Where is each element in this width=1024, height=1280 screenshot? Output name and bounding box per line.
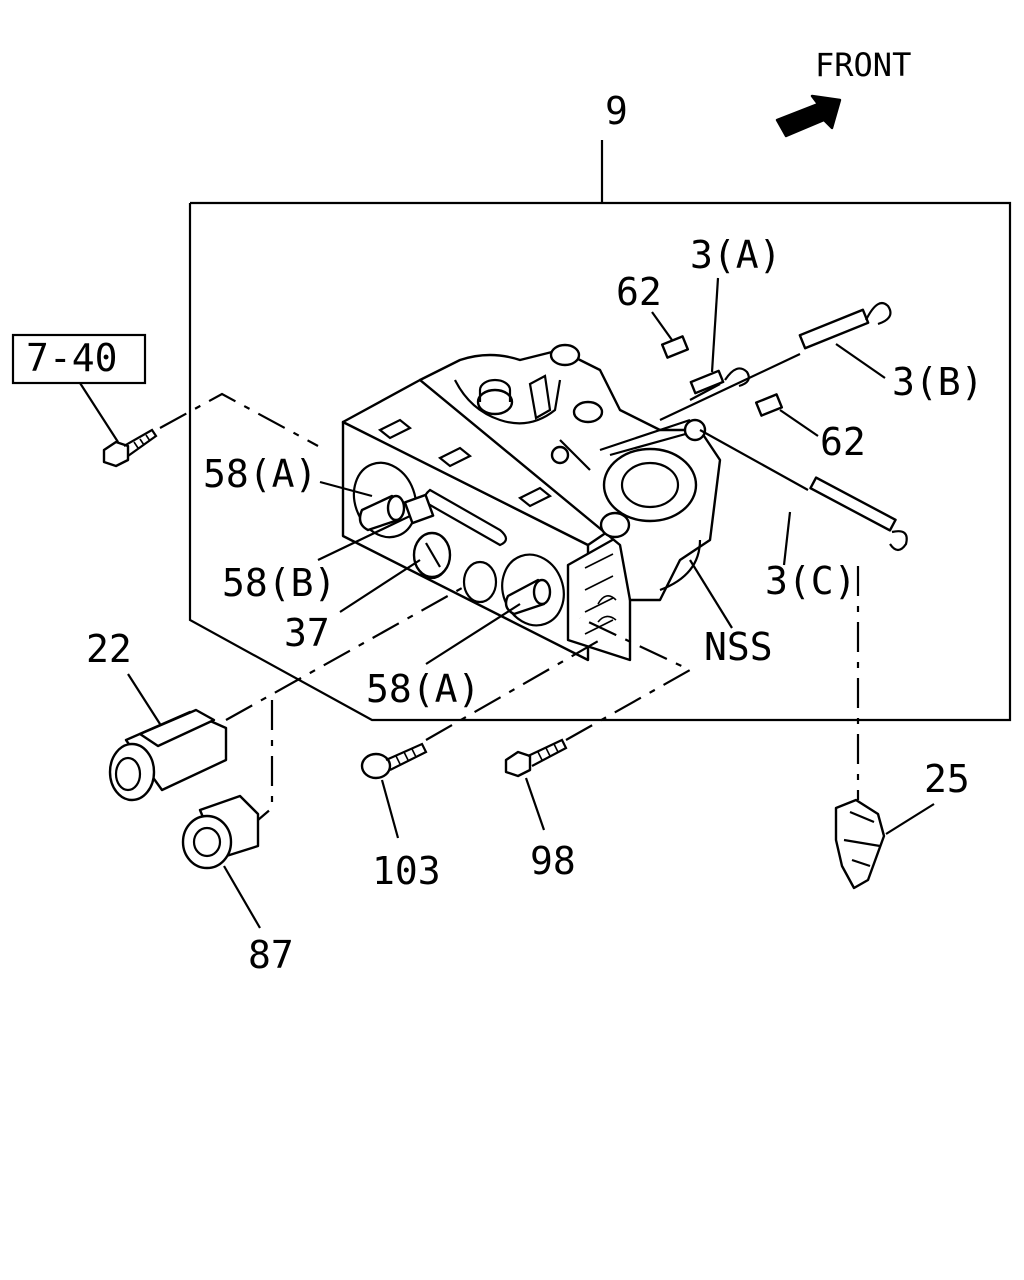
switch-22 (108, 708, 228, 802)
knob-58b (403, 493, 435, 525)
clip-25 (834, 798, 886, 890)
leader-62-upper (651, 311, 673, 341)
leader-7-40 (79, 382, 119, 443)
leader-58b (317, 515, 411, 561)
reference-box (11, 333, 147, 385)
callout-nss: NSS (704, 625, 773, 669)
cable-3b (659, 302, 892, 421)
cable-3a (689, 367, 750, 401)
leader-22 (127, 673, 161, 725)
callout-58b: 58(B) (222, 561, 336, 605)
leader-nss (689, 559, 733, 629)
callout-22: 22 (86, 627, 132, 671)
dash-103 (425, 639, 601, 741)
leader-3a (710, 277, 720, 373)
leader-87 (223, 865, 261, 929)
dial-37 (412, 531, 452, 579)
callout-3a: 3(A) (690, 233, 782, 277)
leader-58a-lower (425, 603, 521, 665)
callout-3b: 3(B) (892, 360, 984, 404)
leader-25 (885, 803, 935, 835)
leader-58a-upper (319, 480, 373, 498)
assembly-frame (188, 201, 1012, 722)
front-label: FRONT (815, 46, 911, 84)
callout-37: 37 (284, 611, 330, 655)
callout-58a-lower: 58(A) (366, 667, 480, 711)
cable-3c (699, 429, 908, 552)
callout-25: 25 (924, 757, 970, 801)
leader-3b (835, 343, 886, 379)
callout-98: 98 (530, 839, 576, 883)
leader-103 (380, 779, 400, 839)
knob-58a-upper (358, 494, 406, 532)
control-panel (341, 343, 722, 662)
reference-box-label: 7-40 (26, 336, 118, 380)
dash-switch (225, 587, 463, 721)
dash-7-40 (159, 392, 319, 447)
dash-bezel (257, 700, 274, 821)
callout-9: 9 (605, 89, 628, 133)
bolt-7-40 (102, 428, 158, 468)
leader-62-lower (779, 409, 819, 437)
pin-62-upper (660, 335, 690, 359)
bezel-87 (181, 794, 260, 870)
callout-103: 103 (372, 849, 441, 893)
leader-98 (524, 777, 546, 831)
pin-62-lower (754, 393, 784, 417)
front-arrow-icon (775, 94, 842, 138)
leader-37 (339, 559, 421, 613)
callout-62-lower: 62 (820, 420, 866, 464)
bolt-98 (504, 738, 568, 778)
screw-103 (360, 742, 428, 780)
leader-3c (782, 511, 792, 566)
callout-62-upper: 62 (616, 270, 662, 314)
callout-87: 87 (248, 933, 294, 977)
callout-58a-upper: 58(A) (203, 452, 317, 496)
callout-3c: 3(C) (765, 559, 857, 603)
